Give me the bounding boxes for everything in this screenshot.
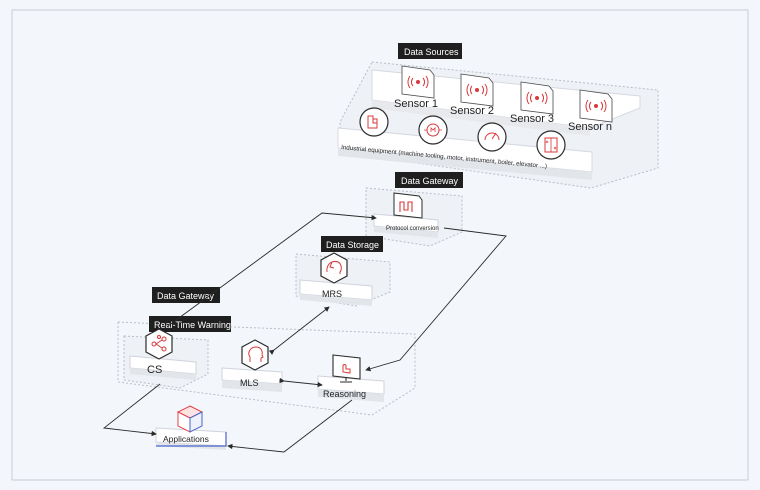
signal-wave-icon	[399, 201, 413, 212]
mls-label: MLS	[240, 378, 259, 388]
elephant-icon	[326, 261, 342, 274]
sensor-label: Sensor 1	[394, 98, 438, 110]
sensor-platform	[371, 69, 641, 129]
sensor-label: Sensor 2	[450, 105, 494, 117]
applications-node[interactable]	[176, 405, 204, 433]
cube-icon	[176, 405, 204, 433]
data-storage-tag-label: Data Storage	[326, 240, 379, 250]
connector-cs-to-gateway	[167, 212, 377, 327]
equipment-platform-edge	[338, 148, 592, 180]
connector-cs-to-applications	[102, 383, 161, 437]
wireless-signal-icon	[407, 75, 429, 89]
sensor-card[interactable]: Sensor 1	[394, 65, 438, 110]
connector-reasoning-to-applications	[227, 399, 353, 453]
real-time-warning-tag	[149, 316, 231, 332]
real-time-warning-tag-label: Real-Time Warning	[154, 320, 231, 330]
outer-frame	[11, 9, 749, 481]
wireless-signal-icon	[526, 91, 548, 105]
protocol-conversion-node[interactable]	[393, 192, 423, 219]
sensor-label: Sensor 3	[510, 113, 554, 125]
data-gateway-top-tag-label: Data Gateway	[401, 176, 459, 186]
data-sources-tag-label: Data Sources	[404, 47, 459, 57]
mrs-node[interactable]	[320, 252, 348, 284]
sensor-card[interactable]: Sensor 3	[510, 81, 554, 125]
data-gateway-left-tag	[152, 287, 220, 303]
mls-node[interactable]	[241, 339, 269, 371]
data-gateway-top-group: Data Gateway Protocol conversion	[365, 172, 463, 247]
connectors	[102, 212, 507, 453]
motor-icon[interactable]	[418, 115, 448, 145]
machine-tool-icon[interactable]	[359, 107, 389, 137]
data-gateway-top-tag	[395, 172, 463, 188]
share-network-icon	[151, 335, 167, 352]
mrs-label: MRS	[322, 289, 342, 299]
sensor-card[interactable]: Sensor 2	[450, 73, 494, 117]
connector-gateway-to-reasoning	[365, 227, 507, 372]
elevator-icon[interactable]	[536, 130, 566, 160]
gauge-icon[interactable]	[477, 122, 507, 152]
sensor-label: Sensor n	[568, 121, 612, 133]
sensor-platform-edge	[372, 100, 590, 136]
applications-group: Applications	[155, 405, 227, 450]
processing-group: Data Gateway Real-Time Warning CS MLS	[117, 287, 416, 416]
data-sources-group: Data Sources Sensor 1 Sensor 2 Sen	[337, 43, 659, 189]
touch-screen-icon	[342, 364, 351, 374]
sensor-card[interactable]: Sensor n	[568, 89, 613, 133]
connector-mls-mrs	[268, 306, 330, 355]
data-storage-tag	[321, 236, 383, 252]
wireless-signal-icon	[466, 83, 488, 97]
data-gateway-left-tag-label: Data Gateway	[157, 291, 215, 301]
cs-node[interactable]	[145, 328, 173, 360]
brain-head-icon	[248, 346, 264, 362]
data-sources-tag	[398, 43, 462, 59]
reasoning-label: Reasoning	[323, 389, 366, 399]
cs-label: CS	[147, 364, 162, 376]
protocol-conversion-label: Protocol conversion	[386, 226, 439, 232]
data-storage-group: Data Storage MRS	[295, 236, 391, 307]
reasoning-node[interactable]	[332, 354, 361, 383]
connector-mls-reasoning	[279, 377, 323, 388]
wireless-signal-icon	[585, 99, 607, 113]
applications-label: Applications	[163, 434, 209, 444]
